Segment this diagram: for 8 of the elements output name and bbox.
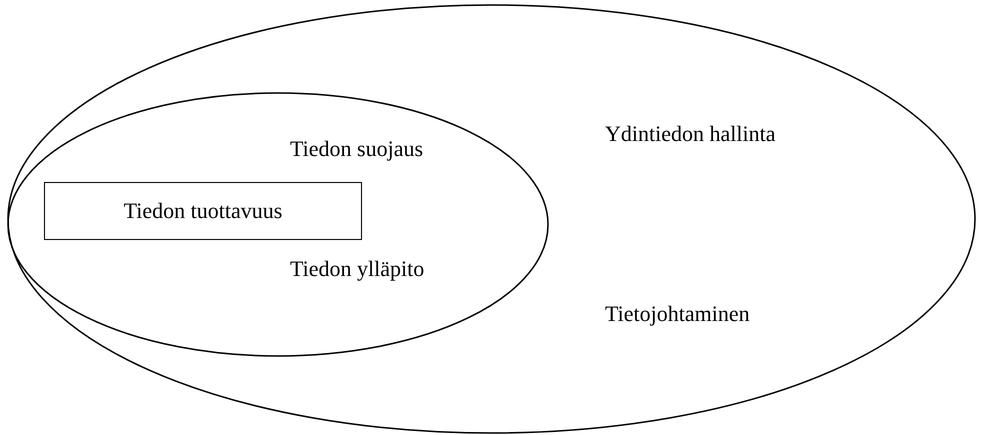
area-label: Tiedon suojaus — [290, 138, 424, 160]
area-label: Tietojohtaminen — [605, 303, 750, 325]
process-box — [44, 182, 362, 240]
inner-ellipse — [8, 93, 548, 356]
area-label: Tiedon ylläpito — [290, 258, 424, 280]
box-label: Tiedon tuottavuus — [124, 198, 282, 224]
outer-ellipse — [8, 5, 975, 433]
area-label: Ydintiedon hallinta — [605, 123, 776, 145]
